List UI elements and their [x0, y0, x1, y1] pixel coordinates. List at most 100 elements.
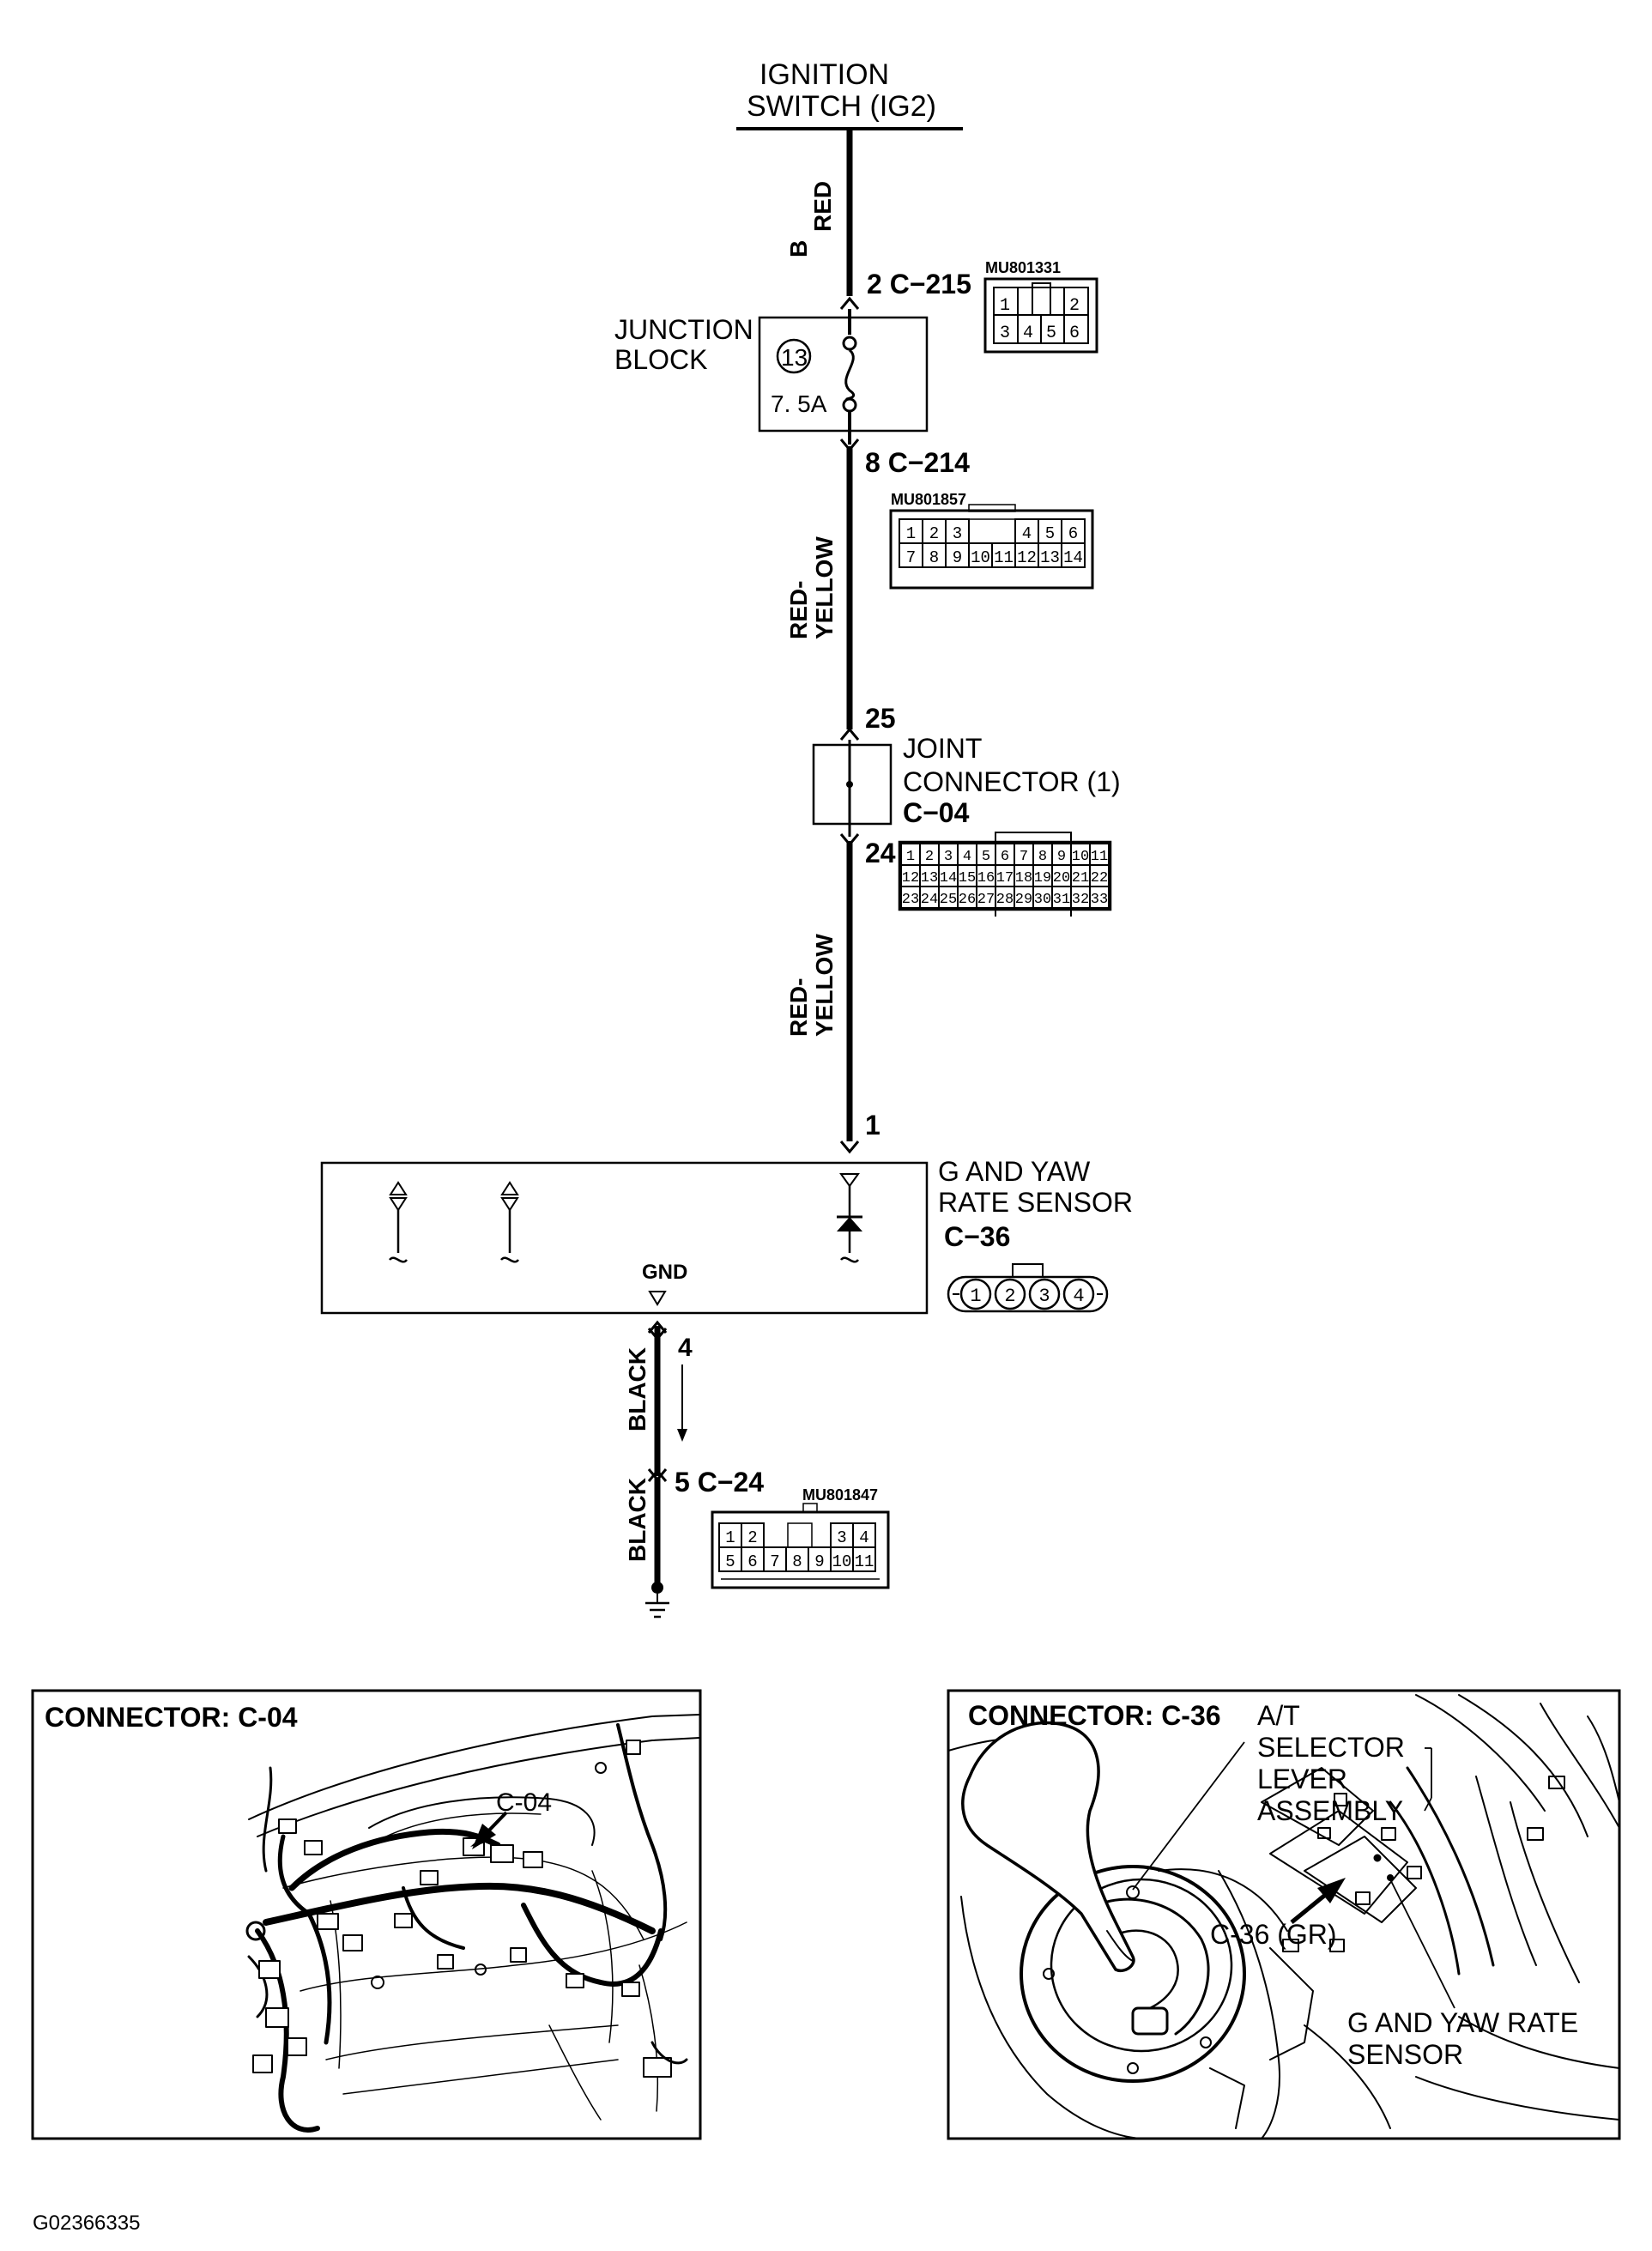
- connector-pin-cell: [852, 1546, 876, 1572]
- svg-text:1: 1: [1000, 296, 1010, 316]
- c215-part: MU801331: [985, 259, 1061, 276]
- connector-pin-number: 2: [1004, 1286, 1015, 1307]
- connector-pin-number: 4: [859, 1528, 868, 1547]
- sensor-gnd-label: GND: [642, 1261, 687, 1284]
- joint-connector-label-1: JOINT: [903, 733, 982, 764]
- junction-block-label-2: BLOCK: [614, 344, 707, 375]
- c214-part: MU801857: [891, 491, 966, 508]
- svg-text:YELLOW: YELLOW: [811, 934, 838, 1037]
- svg-text:A/T: A/T: [1257, 1700, 1300, 1731]
- connector-pin-number: 7: [1020, 849, 1028, 865]
- connector-pin-number: 21: [1072, 870, 1089, 886]
- svg-text:BLACK: BLACK: [624, 1347, 651, 1431]
- junction-block-label-1: JUNCTION: [614, 314, 753, 345]
- connector-pin-number: 1: [970, 1286, 981, 1307]
- c36-label: C−36: [944, 1221, 1010, 1252]
- sensor-signal-2: [500, 1181, 519, 1263]
- fuse-number: 13: [781, 344, 808, 371]
- connector-pin-number: 1: [906, 524, 916, 543]
- connector-pin-number: 1: [906, 849, 915, 865]
- c215-face: 1 2 3 4 5 6: [983, 277, 1098, 354]
- wire-label-red-yellow-2: RED- YELLOW: [785, 934, 838, 1037]
- connector-pin-number: 9: [814, 1552, 824, 1571]
- wire-label-blue-red: B RED: [785, 181, 836, 257]
- connector-pin-number: 11: [1091, 849, 1108, 865]
- connector-pin-cell: [1089, 886, 1110, 909]
- connector-pin-number: 2: [925, 849, 934, 865]
- ignition-switch-label-2: SWITCH (IG2): [747, 90, 936, 123]
- current-arrow: [677, 1365, 687, 1442]
- c215-label: 2 C−215: [867, 269, 971, 300]
- dashboard-harness-illustration: [245, 1714, 700, 2133]
- connector-pin-number: 31: [1053, 892, 1070, 908]
- wire-label-black-1: BLACK: [624, 1347, 651, 1431]
- connector-pin-number: 20: [1053, 870, 1070, 886]
- connector-pin-number: 3: [944, 849, 953, 865]
- svg-text:RED-: RED-: [785, 978, 812, 1037]
- connector-pin-number: 23: [902, 892, 919, 908]
- connector-pin-number: 3: [837, 1528, 846, 1547]
- connector-pin-number: 14: [940, 870, 957, 886]
- connector-pin-cell: [994, 1278, 1026, 1310]
- joint-connector-label-2: CONNECTOR (1): [903, 766, 1121, 797]
- connector-pin-number: 14: [1063, 548, 1083, 567]
- svg-text:5: 5: [1046, 324, 1056, 343]
- callout-arrow-c04: [470, 1811, 508, 1849]
- connector-pin-number: 12: [902, 870, 919, 886]
- svg-text:SENSOR: SENSOR: [1347, 2039, 1463, 2070]
- figure-id: G02366335: [33, 2212, 140, 2235]
- connector-pin-number: 1: [725, 1528, 735, 1547]
- connector-pin-number: 7: [770, 1552, 779, 1571]
- svg-text:2: 2: [1069, 296, 1080, 316]
- connector-pin-number: 32: [1072, 892, 1089, 908]
- connector-pin-number: 27: [977, 892, 995, 908]
- callout-arrow-c36: [1290, 1878, 1346, 1924]
- connector-pin-number: 5: [725, 1552, 735, 1571]
- ignition-switch: IGNITION SWITCH (IG2): [736, 58, 963, 130]
- connector-pin-number: 17: [996, 870, 1014, 886]
- connector-pin-number: 13: [1040, 548, 1060, 567]
- connector-pin-number: 5: [1045, 524, 1055, 543]
- connector-pin-number: 6: [1001, 849, 1009, 865]
- panel-c36-connector-callout: C-36 (GR): [1210, 1919, 1337, 1950]
- connector-pin-number: 2: [929, 524, 939, 543]
- connector-pin-cell: [1028, 1278, 1061, 1310]
- connector-pin-number: 12: [1017, 548, 1037, 567]
- connector-pin-number: 30: [1034, 892, 1051, 908]
- connector-pin-number: 13: [921, 870, 938, 886]
- connector-pin-number: 10: [832, 1552, 852, 1571]
- connector-pin-number: 22: [1091, 870, 1108, 886]
- connector-pin-number: 4: [963, 849, 971, 865]
- sensor-pin-out: 4: [678, 1334, 693, 1362]
- connector-pin-number: 24: [921, 892, 938, 908]
- connector-pin-number: 3: [1038, 1286, 1050, 1307]
- svg-text:ASSEMBLY: ASSEMBLY: [1257, 1795, 1403, 1826]
- connector-pin-number: 15: [959, 870, 976, 886]
- svg-text:RED: RED: [809, 181, 836, 232]
- svg-text:RED-: RED-: [785, 581, 812, 639]
- connector-pin-number: 9: [953, 548, 962, 567]
- connector-pin-number: 2: [747, 1528, 757, 1547]
- wire-label-red-yellow-1: RED- YELLOW: [785, 536, 838, 639]
- svg-text:3: 3: [1000, 324, 1010, 343]
- panel-connector-c36: CONNECTOR: C-36 A/T SELECTOR LEVER ASSEM…: [947, 1689, 1621, 2140]
- connector-pin-number: 4: [1022, 524, 1032, 543]
- wire-label-black-2: BLACK: [624, 1478, 651, 1562]
- connector-pin-number: 6: [1068, 524, 1078, 543]
- sensor-diode: [837, 1173, 862, 1263]
- connector-pin-number: 5: [982, 849, 990, 865]
- callout-lever: A/T SELECTOR LEVER ASSEMBLY: [1132, 1700, 1432, 1891]
- c04-label: C−04: [903, 797, 970, 828]
- connector-pin-number: 7: [906, 548, 916, 567]
- joint-pin-out: 24: [865, 838, 896, 868]
- svg-text:4: 4: [1023, 324, 1033, 343]
- svg-text:6: 6: [1069, 324, 1080, 343]
- joint-pin-in: 25: [865, 703, 896, 734]
